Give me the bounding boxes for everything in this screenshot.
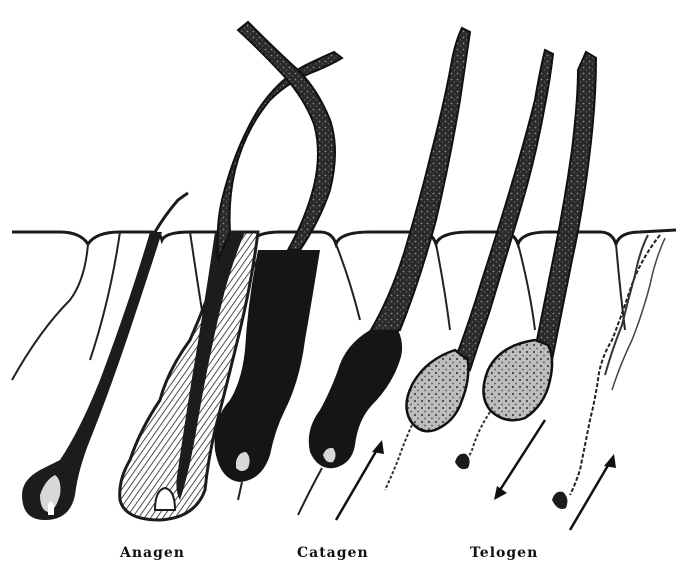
stage-label-telogen: Telogen: [470, 545, 538, 561]
telogen-downward-arrow: [494, 420, 545, 500]
catagen-hair-shaft-1: [238, 22, 335, 250]
anagen-hair-shaft-1: [155, 193, 188, 232]
telogen-follicle-1: [455, 52, 596, 469]
catagen-follicle-2: [298, 28, 470, 515]
catagen-hair-shaft-3: [455, 50, 553, 370]
stage-label-anagen: Anagen: [120, 545, 185, 561]
catagen-hair-shaft-2: [365, 28, 470, 340]
stage-label-catagen: Catagen: [297, 545, 369, 561]
telogen-dermal-papilla-2: [552, 492, 567, 509]
telogen-dermal-papilla-1: [455, 454, 470, 469]
telogen-upward-arrow: [570, 454, 616, 530]
